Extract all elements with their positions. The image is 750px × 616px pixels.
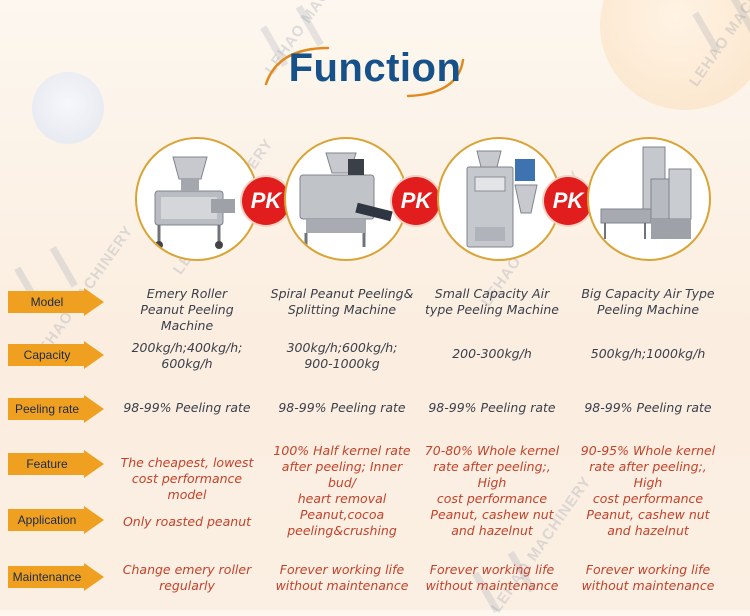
row-label-text: Peeling rate [14, 402, 80, 416]
row-label-text: Application [17, 513, 77, 527]
cell-feature: 70-80% Whole kernel rate after peeling;,… [424, 443, 560, 506]
emery-roller-machine-icon [154, 156, 235, 249]
page-title: Function [288, 46, 462, 90]
arrow-icon [8, 563, 104, 591]
cell-application: Peanut, cashew nut and hazelnut [586, 507, 710, 538]
big-air-peeling-machine-icon [600, 146, 692, 239]
cell-peeling-rate: 98-99% Peeling rate [428, 400, 556, 415]
arrow-icon [8, 506, 104, 534]
arrow-icon [8, 395, 104, 423]
cell-capacity: 200-300kg/h [452, 346, 532, 361]
cell-peeling-rate: 98-99% Peeling rate [584, 400, 712, 415]
cell-application: Peanut, cashew nut and hazelnut [430, 507, 554, 538]
arrow-icon [8, 341, 104, 369]
row-label-text: Model [30, 295, 64, 309]
row-label-text: Maintenance [12, 570, 82, 584]
machine-image-small-air [437, 137, 561, 261]
machine-image-spiral [284, 137, 408, 261]
cell-model: Big Capacity Air Type Peeling Machine [581, 286, 715, 317]
cell-maintenance: Change emery roller regularly [122, 562, 252, 593]
cell-application: Peanut,cocoa peeling&crushing [287, 507, 397, 538]
row-label-text: Capacity [23, 348, 71, 362]
row-label-application: Application [8, 506, 104, 534]
cell-model: Spiral Peanut Peeling& Splitting Machine [270, 286, 414, 317]
row-label-text: Feature [26, 457, 68, 471]
row-label-capacity: Capacity [8, 341, 104, 369]
pk-badge: PK [242, 177, 290, 225]
cell-capacity: 300kg/h;600kg/h; 900-1000kg [286, 340, 398, 371]
pk-badge: PK [392, 177, 440, 225]
cell-maintenance: Forever working life without maintenance [275, 562, 409, 593]
machine-image-big-air [587, 137, 711, 261]
cell-peeling-rate: 98-99% Peeling rate [278, 400, 406, 415]
cell-capacity: 500kg/h;1000kg/h [590, 346, 706, 361]
arrow-icon [8, 288, 104, 316]
cell-capacity: 200kg/h;400kg/h; 600kg/h [131, 340, 243, 371]
row-label-maintenance: Maintenance [8, 563, 104, 591]
pk-badge: PK [544, 177, 592, 225]
cell-application: Only roasted peanut [122, 514, 252, 529]
cell-feature: 100% Half kernel rate after peeling; Inn… [273, 443, 411, 506]
row-label-model: Model [8, 288, 104, 316]
cell-model: Emery Roller Peanut Peeling Machine [140, 286, 234, 333]
cell-feature: The cheapest, lowest cost performance mo… [120, 455, 254, 502]
cell-feature: 90-95% Whole kernel rate after peeling;,… [580, 443, 716, 506]
spiral-peeling-machine-icon [299, 152, 393, 247]
cell-model: Small Capacity Air type Peeling Machine [425, 286, 559, 317]
small-air-peeling-machine-icon [466, 150, 538, 248]
machine-image-emery-roller [135, 137, 259, 261]
arrow-icon [8, 450, 104, 478]
cell-peeling-rate: 98-99% Peeling rate [123, 400, 251, 415]
cell-maintenance: Forever working life without maintenance [581, 562, 715, 593]
row-label-peeling-rate: Peeling rate [8, 395, 104, 423]
decorative-circle-left [32, 72, 104, 144]
row-label-feature: Feature [8, 450, 104, 478]
title-arc-decoration [264, 46, 465, 98]
cell-maintenance: Forever working life without maintenance [425, 562, 559, 593]
